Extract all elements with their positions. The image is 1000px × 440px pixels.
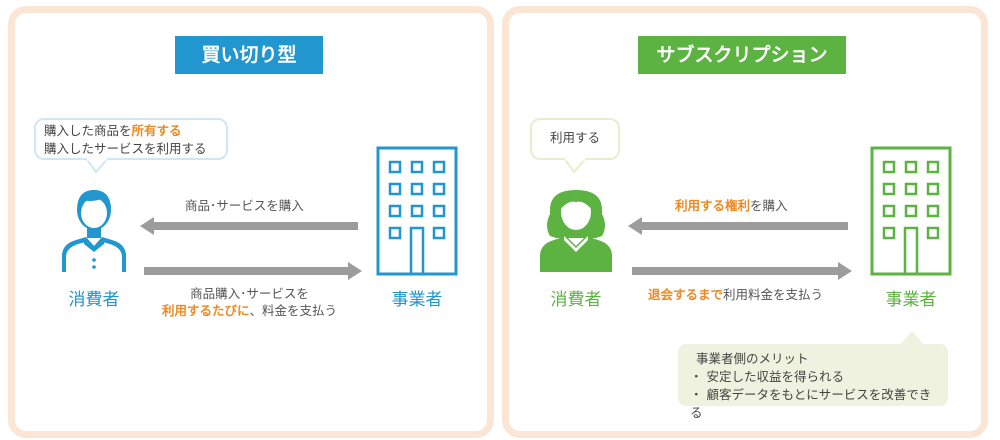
- business-label: 事業者: [391, 290, 443, 310]
- merit-item-2: ・ 顧客データをもとにサービスを改善できる: [690, 387, 932, 420]
- merit-item-1: ・ 安定した収益を得られる: [690, 369, 844, 384]
- subscriber-bubble-text: 利用する: [549, 130, 600, 145]
- consumer-label: 消費者: [68, 290, 120, 310]
- right-purchase-label: 利用する権利を購入: [675, 197, 788, 214]
- bubble-line-2: 購入したサービスを利用する: [44, 141, 207, 156]
- purchase-arrow-left: [140, 217, 358, 235]
- merit-box-tail: [900, 331, 924, 345]
- subscriber-label: 消費者: [550, 290, 602, 310]
- subscription-payment-emphasis: 退会するまで: [648, 287, 724, 302]
- payment-arrow-left: [144, 262, 362, 280]
- bubble-line-1-text: 購入した商品を: [44, 123, 132, 138]
- business-merit-box: 事業者側のメリット ・ 安定した収益を得られる ・ 顧客データをもとにサービスを…: [678, 331, 948, 420]
- subscription-payment-label: 退会するまで利用料金を支払う: [648, 286, 823, 303]
- office-building-icon: [376, 146, 458, 276]
- payment-arrow-label: 商品購入･サービスを 利用するたびに、料金を支払う: [162, 285, 337, 319]
- bubble-emphasis: 所有する: [131, 123, 182, 138]
- payment-label-emphasis: 利用するたびに: [162, 303, 250, 318]
- bubble-tail: [562, 158, 588, 174]
- right-purchase-arrow: [628, 217, 848, 235]
- office-building-icon: [870, 146, 952, 276]
- subscription-business-label: 事業者: [885, 290, 937, 310]
- bubble-tail: [84, 158, 110, 174]
- right-purchase-text: を購入: [750, 198, 788, 213]
- subscription-payment-text: 利用料金を支払う: [723, 287, 824, 302]
- payment-label-line-2-text: 、料金を支払う: [249, 303, 338, 318]
- right-purchase-emphasis: 利用する権利: [675, 198, 751, 213]
- payment-label-line-1: 商品購入･サービスを: [190, 286, 309, 301]
- male-person-icon: [62, 190, 126, 272]
- consumer-speech-bubble: 購入した商品を所有する 購入したサービスを利用する: [34, 118, 228, 174]
- purchase-arrow-label: 商品･サービスを購入: [185, 198, 304, 213]
- subscriber-speech-bubble: 利用する: [530, 118, 620, 174]
- buy-out-model-title: 買い切り型: [175, 36, 323, 74]
- merit-heading: 事業者側のメリット: [696, 351, 809, 366]
- subscription-model-title: サブスクリプション型: [638, 36, 846, 104]
- payment-label-line-2: 利用するたびに、料金を支払う: [162, 302, 337, 319]
- bubble-line-1: 購入した商品を所有する: [44, 122, 218, 140]
- subscription-payment-arrow: [632, 262, 852, 280]
- female-person-icon: [540, 190, 612, 272]
